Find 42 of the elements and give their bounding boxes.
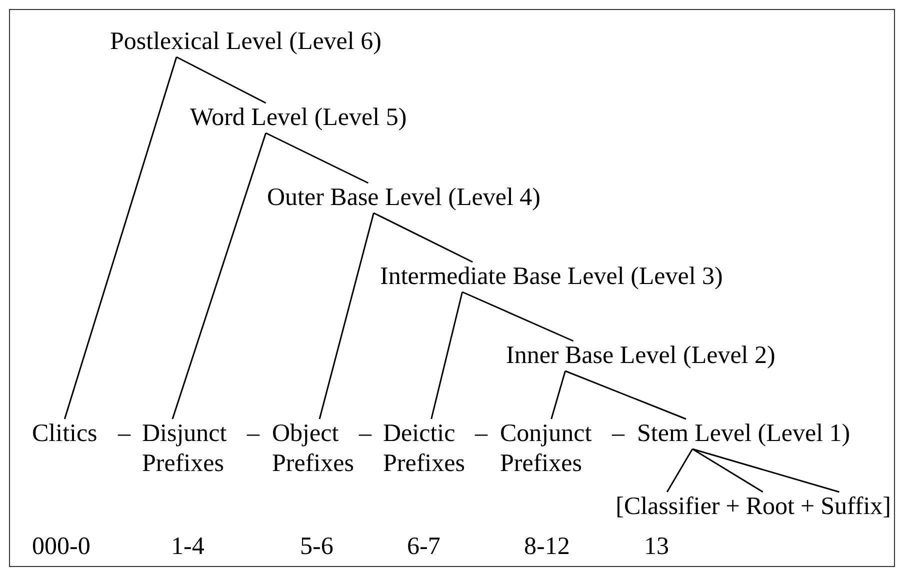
level-label: Word Level (Level 5): [190, 103, 407, 133]
tree-branch-line: [318, 212, 374, 420]
tree-branch-line: [373, 212, 473, 263]
level-label: Root: [746, 492, 794, 522]
tree-branch-line: [564, 370, 686, 420]
level-label: Stem Level (Level 1): [637, 419, 850, 449]
bracket-mark: [: [616, 492, 624, 522]
tree-branch-line: [176, 56, 266, 104]
position-number: 000-0: [32, 532, 90, 562]
plus-sign: +: [800, 492, 816, 522]
level-label: Disjunct Prefixes: [142, 419, 227, 479]
level-label: Deictic Prefixes: [383, 419, 465, 479]
level-label: Object Prefixes: [272, 419, 354, 479]
level-label: Intermediate Base Level (Level 3): [380, 262, 723, 292]
tree-branch-line: [172, 132, 267, 420]
level-label: Inner Base Level (Level 2): [506, 341, 776, 371]
level-label: Postlexical Level (Level 6): [110, 27, 382, 57]
plus-sign: +: [724, 492, 741, 522]
tree-branch-line: [666, 448, 694, 492]
position-number: 5-6: [300, 532, 334, 562]
tree-branch-line: [692, 448, 764, 493]
level-label: Suffix: [820, 492, 883, 522]
tree-branch-line: [64, 56, 178, 420]
separator-dash: –: [118, 419, 130, 449]
separator-dash: –: [359, 419, 372, 449]
position-number: 13: [644, 532, 669, 562]
level-label: Outer Base Level (Level 4): [267, 183, 540, 213]
position-number: 6-7: [407, 532, 440, 562]
position-number: 8-12: [524, 532, 570, 562]
tree-branch-line: [692, 448, 840, 493]
level-label: Classifier: [624, 492, 720, 522]
separator-dash: –: [247, 419, 260, 449]
level-label: Clitics: [32, 419, 98, 449]
separator-dash: –: [475, 419, 488, 449]
tree-branch-line: [550, 370, 566, 420]
separator-dash: –: [612, 419, 624, 449]
position-number: 1-4: [171, 532, 204, 562]
tree-branch-line: [430, 292, 464, 420]
tree-branch-line: [462, 291, 574, 342]
bracket-mark: ]: [882, 492, 891, 522]
tree-branch-line: [266, 132, 369, 184]
level-label: Conjunct Prefixes: [500, 419, 592, 479]
